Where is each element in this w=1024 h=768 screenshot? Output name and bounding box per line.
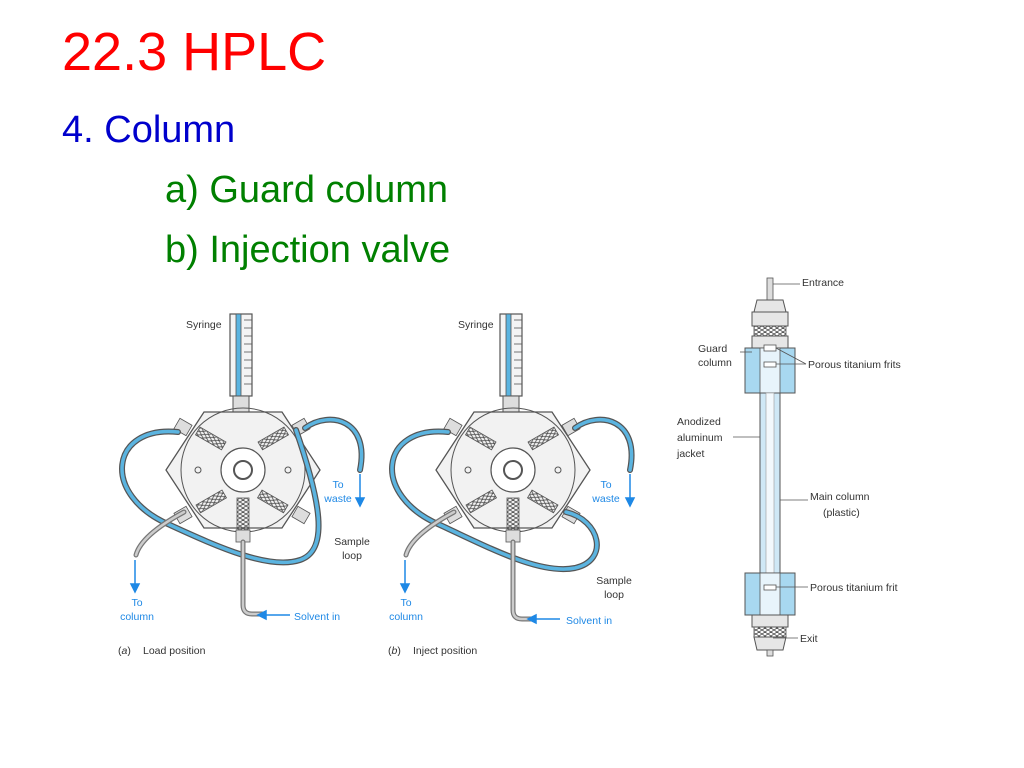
caption-b-letter: b [392,645,398,657]
label-to-waste-a-1: To [332,479,343,491]
slide-subtitle: 4. Column [62,109,236,151]
label-sample-loop-a-1: Sample [334,536,370,548]
label-to-column-b-1: To [400,597,411,609]
label-entrance: Entrance [802,277,844,289]
caption-a-letter: a [122,645,128,657]
caption-b: (b)Inject position [388,645,477,657]
slide-title: 22.3 HPLC [62,22,327,82]
bullet-guard-column: a) Guard column [165,169,449,211]
caption-a: (a)Load position [118,645,206,657]
label-solvent-in-b: Solvent in [566,615,612,627]
label-syringe-b: Syringe [458,319,494,331]
label-to-waste-a-2: waste [323,493,352,505]
label-to-column-a-2: column [120,611,154,623]
label-to-column-a-1: To [131,597,142,609]
label-porous-frit: Porous titanium frit [810,582,898,594]
label-sample-loop-b-1: Sample [596,575,632,587]
bullet-injection-valve: b) Injection valve [165,229,451,271]
label-main-column-1: Main column [810,491,870,503]
label-syringe-a: Syringe [186,319,222,331]
label-sample-loop-a-2: loop [342,550,362,562]
column-cross-section: Entrance Guard column Porous titanium fr… [676,277,901,657]
label-main-column-2: (plastic) [823,507,860,519]
label-to-waste-b-2: waste [591,493,620,505]
valve-inject-position: Syringe To waste Sample loop To column S… [388,313,636,657]
label-jacket-2: aluminum [677,432,723,444]
label-jacket-3: jacket [676,448,705,460]
label-guard-column-1: Guard [698,343,727,355]
label-guard-column-2: column [698,357,732,369]
label-solvent-in-a: Solvent in [294,611,340,623]
valve-load-position: Syringe To waste Sample loop To column S… [118,313,370,657]
label-to-waste-b-1: To [600,479,611,491]
label-porous-frits: Porous titanium frits [808,359,901,371]
label-exit: Exit [800,633,818,645]
label-jacket-1: Anodized [677,416,721,428]
caption-a-text: Load position [143,645,206,657]
label-sample-loop-b-2: loop [604,589,624,601]
caption-b-text: Inject position [413,645,477,657]
label-to-column-b-2: column [389,611,423,623]
